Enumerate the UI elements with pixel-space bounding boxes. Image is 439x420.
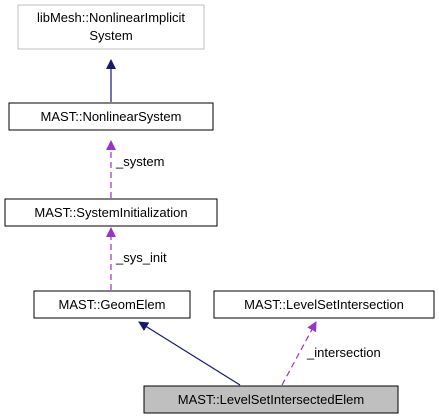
node-level-set-intersection[interactable]: MAST::LevelSetIntersection xyxy=(213,290,435,319)
usage-edge-intersection xyxy=(281,321,317,386)
edge-label-system: _system xyxy=(115,154,164,169)
edge-label-intersection: _intersection xyxy=(306,345,381,360)
node-label: MAST::LevelSetIntersection xyxy=(244,297,404,312)
node-label: MAST::GeomElem xyxy=(59,297,166,312)
node-system-initialization[interactable]: MAST::SystemInitialization xyxy=(4,198,218,227)
node-nonlinear-implicit-system[interactable]: libMesh::NonlinearImplicit System xyxy=(17,4,205,50)
inheritance-edge-geom-elem xyxy=(138,321,241,386)
node-geom-elem[interactable]: MAST::GeomElem xyxy=(33,290,191,319)
node-nonlinear-system[interactable]: MAST::NonlinearSystem xyxy=(8,102,214,131)
node-level-set-intersected-elem[interactable]: MAST::LevelSetIntersectedElem xyxy=(143,385,399,414)
node-label: MAST::SystemInitialization xyxy=(34,205,187,220)
node-label: MAST::LevelSetIntersectedElem xyxy=(178,392,364,407)
node-label-line1: libMesh::NonlinearImplicit xyxy=(37,10,185,25)
node-label-line2: System xyxy=(89,28,132,43)
node-label: MAST::NonlinearSystem xyxy=(41,109,182,124)
edge-label-sys-init: _sys_init xyxy=(115,250,167,265)
